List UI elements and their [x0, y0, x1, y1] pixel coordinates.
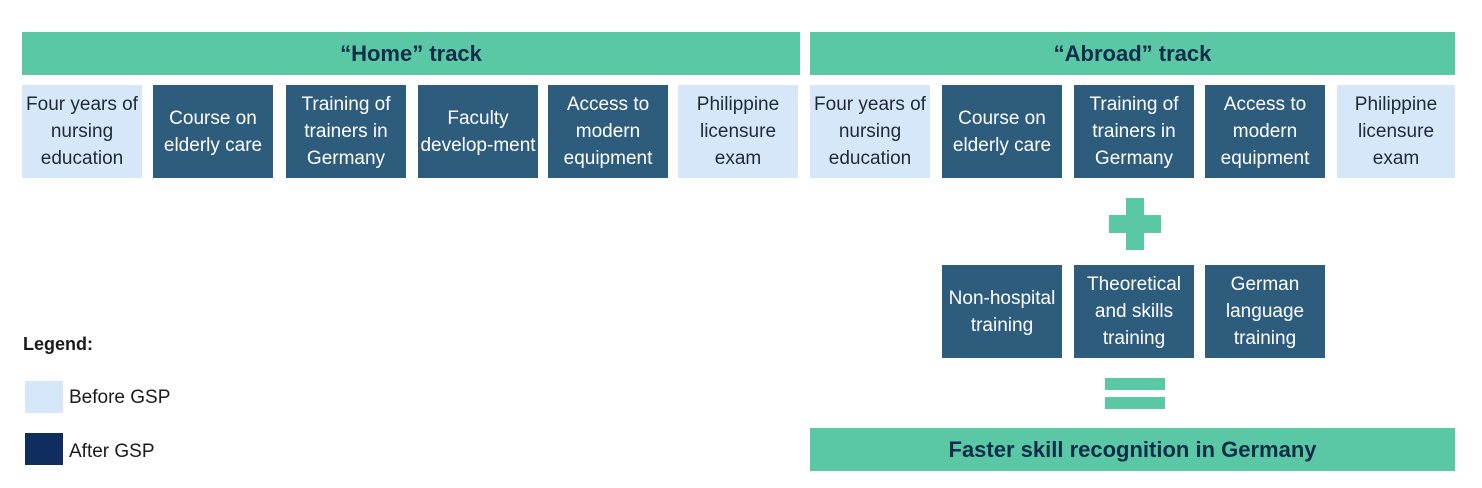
- plus-icon: [1109, 198, 1161, 250]
- legend-label-before: Before GSP: [69, 387, 171, 408]
- result-bar: Faster skill recognition in Germany: [810, 428, 1455, 471]
- abroad-step-box: Philippine licensure exam: [1337, 85, 1455, 178]
- abroad-step-box: Four years of nursing education: [810, 85, 930, 178]
- legend-swatch-before: [25, 381, 63, 413]
- home-step-box: Course on elderly care: [153, 85, 273, 178]
- home-track-header: “Home” track: [22, 32, 800, 75]
- home-step-box: Faculty develop-ment: [418, 85, 538, 178]
- legend-swatch-after: [25, 433, 63, 465]
- abroad-step-box: Course on elderly care: [942, 85, 1062, 178]
- legend-title: Legend:: [23, 334, 93, 354]
- abroad-step-box: Access to modern equipment: [1205, 85, 1325, 178]
- abroad-step-box: Training of trainers in Germany: [1074, 85, 1194, 178]
- home-step-box: Philippine licensure exam: [678, 85, 798, 178]
- home-step-box: Four years of nursing education: [22, 85, 142, 178]
- legend-label-after: After GSP: [69, 441, 155, 462]
- abroad-track-header: “Abroad” track: [810, 32, 1455, 75]
- home-step-box: Access to modern equipment: [548, 85, 668, 178]
- home-step-box: Training of trainers in Germany: [286, 85, 406, 178]
- abroad-extra-box: Non-hospital training: [942, 265, 1062, 358]
- abroad-extra-box: Theoretical and skills training: [1074, 265, 1194, 358]
- equals-icon: [1105, 378, 1165, 409]
- abroad-extra-box: German language training: [1205, 265, 1325, 358]
